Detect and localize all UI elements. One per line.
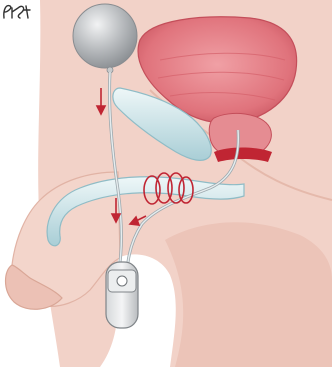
artist-signature-mark (0, 0, 36, 22)
pump-valve-button (117, 276, 127, 286)
thigh-shadow (165, 222, 332, 367)
reservoir-balloon (73, 4, 137, 68)
